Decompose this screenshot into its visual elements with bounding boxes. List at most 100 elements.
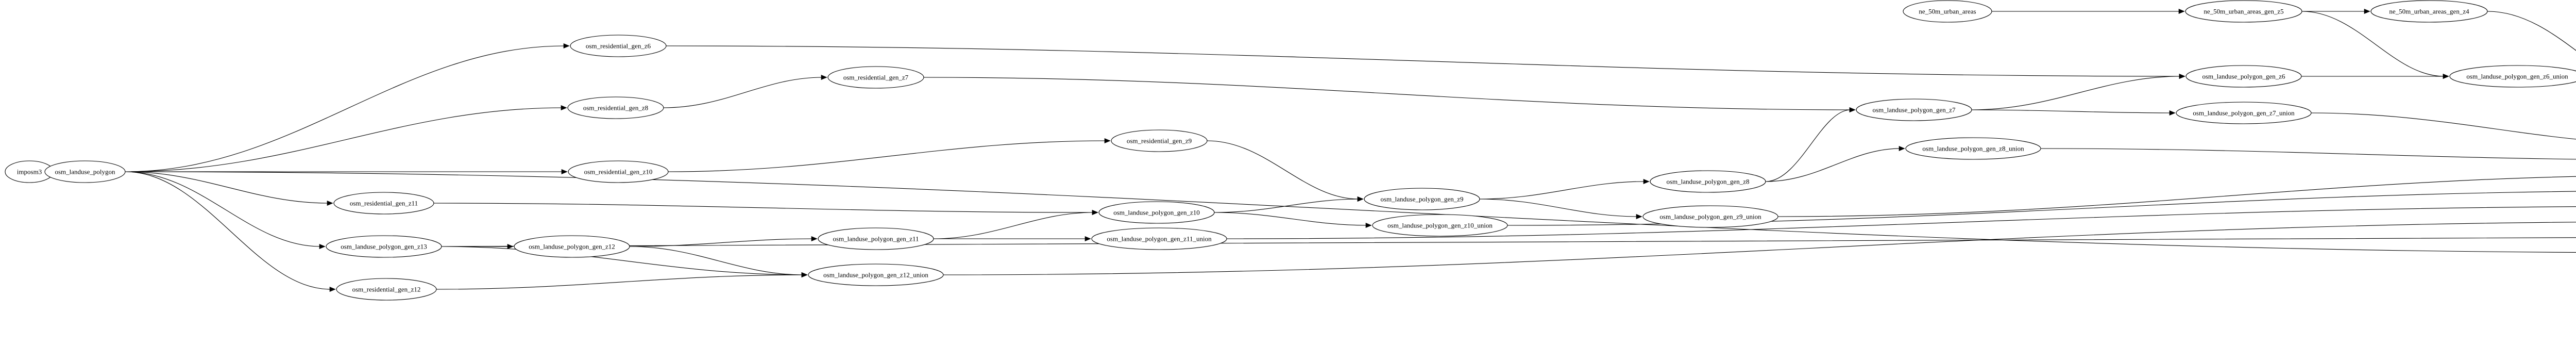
- node-label: osm_landuse_polygon_gen_z11: [833, 235, 919, 243]
- edge-osm_landuse_polygon_gen_z7-to-osm_landuse_polygon_gen_z7_union: [1971, 109, 2171, 113]
- node-osm_residential_gen_z8[interactable]: osm_residential_gen_z8: [567, 96, 664, 119]
- edge-osm_residential_gen_z9-to-osm_landuse_polygon_gen_z9: [1207, 140, 1359, 200]
- node-label: osm_landuse_polygon_gen_z7_union: [2193, 109, 2295, 117]
- node-ellipse: [567, 96, 664, 119]
- edge-osm_landuse_polygon_gen_z11-to-osm_landuse_polygon_gen_z10: [933, 212, 1094, 239]
- edge-osm_landuse_polygon_gen_z12_union-to-layer_landuse_z12: [943, 222, 2576, 275]
- edge-osm_residential_gen_z11-to-osm_landuse_polygon_gen_z10: [433, 203, 1094, 213]
- node-ellipse: [570, 35, 667, 57]
- node-ellipse: [2176, 102, 2312, 124]
- node-osm_landuse_polygon_gen_z12_union[interactable]: osm_landuse_polygon_gen_z12_union: [808, 264, 944, 286]
- node-osm_residential_gen_z9[interactable]: osm_residential_gen_z9: [1111, 129, 1208, 152]
- node-ellipse: [1642, 205, 1778, 228]
- edge-osm_landuse_polygon_gen_z7_union-to-layer_landuse_z7: [2311, 112, 2576, 140]
- node-osm_landuse_polygon_gen_z7[interactable]: osm_landuse_polygon_gen_z7: [1856, 98, 1972, 121]
- edge-osm_landuse_polygon_gen_z13-to-layer_landuse_z13: [441, 237, 2576, 247]
- edge-osm_residential_gen_z6-to-osm_landuse_polygon_gen_z6: [666, 45, 2181, 77]
- node-osm_landuse_polygon[interactable]: osm_landuse_polygon: [44, 160, 126, 183]
- node-osm_landuse_polygon_gen_z9_union[interactable]: osm_landuse_polygon_gen_z9_union: [1642, 205, 1778, 228]
- edge-osm_landuse_polygon-to-osm_residential_gen_z6: [125, 45, 565, 172]
- edge-osm_landuse_polygon_gen_z10-to-osm_landuse_polygon_gen_z10_union: [1214, 212, 1367, 226]
- node-ellipse: [326, 235, 442, 258]
- node-label: osm_landuse_polygon_gen_z10: [1113, 209, 1200, 217]
- edge-osm_landuse_polygon_gen_z8-to-osm_landuse_polygon_gen_z7: [1765, 109, 1851, 182]
- node-label: osm_residential_gen_z10: [584, 168, 653, 176]
- node-label: ne_50m_urban_areas_gen_z4: [2389, 8, 2469, 15]
- node-ellipse: [1905, 137, 2041, 160]
- node-label: osm_landuse_polygon_gen_z10_union: [1387, 222, 1493, 229]
- node-label: osm_residential_gen_z12: [352, 286, 421, 293]
- node-ellipse: [1111, 129, 1208, 152]
- node-osm_landuse_polygon_gen_z6_union[interactable]: osm_landuse_polygon_gen_z6_union: [2449, 65, 2576, 88]
- node-ellipse: [2449, 65, 2576, 88]
- edge-osm_residential_gen_z8-to-osm_residential_gen_z7: [663, 77, 823, 108]
- node-ellipse: [818, 227, 934, 250]
- node-osm_landuse_polygon_gen_z9[interactable]: osm_landuse_polygon_gen_z9: [1364, 188, 1480, 210]
- node-label: osm_residential_gen_z11: [350, 200, 418, 207]
- node-ellipse: [44, 160, 126, 183]
- node-osm_residential_gen_z7[interactable]: osm_residential_gen_z7: [827, 66, 924, 89]
- node-label: osm_landuse_polygon_gen_z8_union: [1922, 145, 2024, 153]
- node-label: osm_landuse_polygon_gen_z12: [529, 243, 615, 251]
- node-ellipse: [1903, 0, 1992, 23]
- edge-osm_landuse_polygon_gen_z8-to-osm_landuse_polygon_gen_z8_union: [1765, 148, 1901, 182]
- node-osm_residential_gen_z6[interactable]: osm_residential_gen_z6: [570, 35, 667, 57]
- node-ellipse: [827, 66, 924, 89]
- node-osm_landuse_polygon_gen_z10_union[interactable]: osm_landuse_polygon_gen_z10_union: [1372, 214, 1508, 237]
- node-ellipse: [1650, 170, 1766, 193]
- edge-osm_landuse_polygon-to-osm_landuse_polygon_gen_z13: [125, 171, 321, 247]
- node-osm_landuse_polygon_gen_z11[interactable]: osm_landuse_polygon_gen_z11: [818, 227, 934, 250]
- edge-osm_landuse_polygon_gen_z12-to-osm_landuse_polygon_gen_z11: [629, 238, 813, 247]
- node-label: ne_50m_urban_areas: [1919, 8, 1976, 15]
- edge-osm_landuse_polygon_gen_z7-to-osm_landuse_polygon_gen_z6: [1971, 76, 2181, 110]
- edge-osm_landuse_polygon_gen_z9-to-osm_landuse_polygon_gen_z8: [1479, 181, 1645, 200]
- node-ne_50m_urban_areas_gen_z5[interactable]: ne_50m_urban_areas_gen_z5: [2185, 0, 2302, 23]
- node-ellipse: [1364, 188, 1480, 210]
- node-ellipse: [1098, 201, 1215, 224]
- node-label: osm_landuse_polygon_gen_z8: [1666, 178, 1749, 186]
- node-ellipse: [2185, 65, 2302, 88]
- edge-osm_landuse_polygon_gen_z9_union-to-layer_landuse_z9: [1777, 176, 2576, 217]
- node-osm_landuse_polygon_gen_z6[interactable]: osm_landuse_polygon_gen_z6: [2185, 65, 2302, 88]
- node-ellipse: [333, 192, 434, 215]
- node-label: osm_landuse_polygon_gen_z7: [1872, 106, 1956, 114]
- edge-osm_landuse_polygon_gen_z13-to-osm_landuse_polygon_gen_z12_union: [441, 246, 803, 275]
- edge-osm_landuse_polygon_gen_z9-to-osm_landuse_polygon_gen_z9_union: [1479, 199, 1638, 217]
- node-label: osm_landuse_polygon_gen_z11_union: [1107, 235, 1212, 243]
- node-label: osm_residential_gen_z7: [843, 74, 909, 81]
- edge-osm_residential_gen_z10-to-osm_residential_gen_z9: [668, 140, 1106, 172]
- edge-osm_landuse_polygon_gen_z8_union-to-layer_landuse_z8: [2040, 148, 2576, 160]
- node-label: osm_residential_gen_z8: [583, 104, 648, 112]
- edge-osm_residential_gen_z7-to-osm_landuse_polygon_gen_z7: [923, 77, 1851, 110]
- edge-osm_landuse_polygon-to-osm_residential_gen_z11: [125, 171, 329, 204]
- node-osm_landuse_polygon_gen_z13[interactable]: osm_landuse_polygon_gen_z13: [326, 235, 442, 258]
- node-imposm3[interactable]: imposm3: [5, 160, 54, 183]
- node-ellipse: [2370, 0, 2488, 23]
- node-osm_residential_gen_z11[interactable]: osm_residential_gen_z11: [333, 192, 434, 215]
- edge-ne_50m_urban_areas_gen_z5-to-osm_landuse_polygon_gen_z6_union: [2301, 11, 2445, 77]
- edge-osm_landuse_polygon_gen_z11_union-to-layer_landuse_z11: [1226, 206, 2576, 239]
- node-ellipse: [1372, 214, 1508, 237]
- node-ellipse: [2185, 0, 2302, 23]
- node-label: ne_50m_urban_areas_gen_z5: [2204, 8, 2283, 15]
- edge-osm_landuse_polygon-to-layer_landuse_z14: [125, 171, 2576, 253]
- node-osm_landuse_polygon_gen_z8_union[interactable]: osm_landuse_polygon_gen_z8_union: [1905, 137, 2041, 160]
- node-ellipse: [1091, 227, 1227, 250]
- node-osm_residential_gen_z10[interactable]: osm_residential_gen_z10: [568, 160, 669, 183]
- node-ne_50m_urban_areas[interactable]: ne_50m_urban_areas: [1903, 0, 1992, 23]
- node-osm_landuse_polygon_gen_z12[interactable]: osm_landuse_polygon_gen_z12: [514, 235, 630, 258]
- node-osm_landuse_polygon_gen_z11_union[interactable]: osm_landuse_polygon_gen_z11_union: [1091, 227, 1227, 250]
- node-osm_landuse_polygon_gen_z7_union[interactable]: osm_landuse_polygon_gen_z7_union: [2176, 102, 2312, 124]
- node-osm_landuse_polygon_gen_z10[interactable]: osm_landuse_polygon_gen_z10: [1098, 201, 1215, 224]
- node-ellipse: [808, 264, 944, 286]
- node-osm_residential_gen_z12[interactable]: osm_residential_gen_z12: [336, 278, 437, 301]
- node-label: osm_landuse_polygon_gen_z13: [341, 243, 427, 251]
- node-label: osm_residential_gen_z6: [586, 42, 651, 50]
- node-label: osm_landuse_polygon_gen_z6_union: [2466, 73, 2568, 80]
- node-ne_50m_urban_areas_gen_z4[interactable]: ne_50m_urban_areas_gen_z4: [2370, 0, 2488, 23]
- node-ellipse: [568, 160, 669, 183]
- node-osm_landuse_polygon_gen_z8[interactable]: osm_landuse_polygon_gen_z8: [1650, 170, 1766, 193]
